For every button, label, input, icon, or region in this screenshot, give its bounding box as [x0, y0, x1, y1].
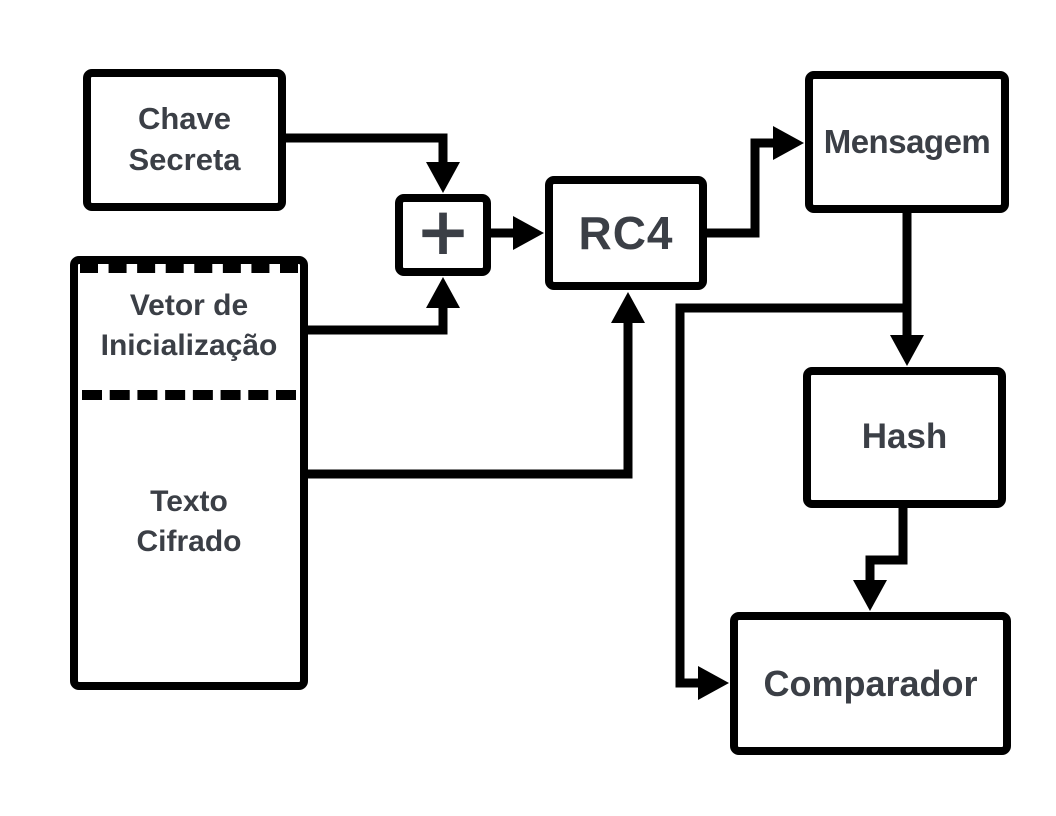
node-chave-secreta: Chave Secreta — [83, 69, 286, 211]
arrowhead-up-icon — [426, 277, 460, 308]
node-comparador: Comparador — [730, 612, 1011, 755]
comparador-label: Comparador — [763, 662, 978, 704]
chave-secreta-label: Chave Secreta — [128, 101, 241, 177]
texto-cifrado-label: Texto Cifrado — [136, 485, 242, 558]
arrowhead-down-icon — [890, 335, 924, 366]
arrowhead-down-icon — [426, 162, 460, 193]
edge-texto-to-rc4 — [298, 323, 633, 479]
arrowhead-up-icon — [611, 292, 645, 323]
node-rc4: RC4 — [545, 176, 707, 290]
edge-mensagem-to-comparador — [675, 303, 907, 688]
combiner-plus-icon: + — [415, 193, 471, 270]
dashed-divider — [82, 390, 296, 400]
node-hash: Hash — [803, 367, 1006, 508]
vetor-inicializacao-label: Vetor de Inicialização — [100, 289, 278, 362]
node-combiner: + — [395, 194, 491, 276]
rc4-label: RC4 — [578, 206, 674, 259]
arrowhead-right-icon — [698, 666, 729, 700]
arrowhead-right-icon — [513, 216, 544, 250]
mensagem-label: Mensagem — [823, 123, 991, 161]
node-mensagem: Mensagem — [805, 71, 1009, 213]
hash-label: Hash — [861, 417, 948, 457]
arrowhead-down-icon — [853, 580, 887, 611]
edge-vetor-to-combiner — [298, 308, 448, 335]
arrowhead-right-icon — [773, 126, 804, 160]
edge-chave-to-combiner — [278, 133, 448, 162]
dashed-inner-top-border — [80, 264, 298, 273]
node-vetor-texto-cifrado: Vetor de Inicialização Texto Cifrado — [70, 256, 308, 690]
edge-rc4-to-mensagem — [702, 138, 774, 238]
edge-hash-to-comparador — [865, 503, 908, 581]
